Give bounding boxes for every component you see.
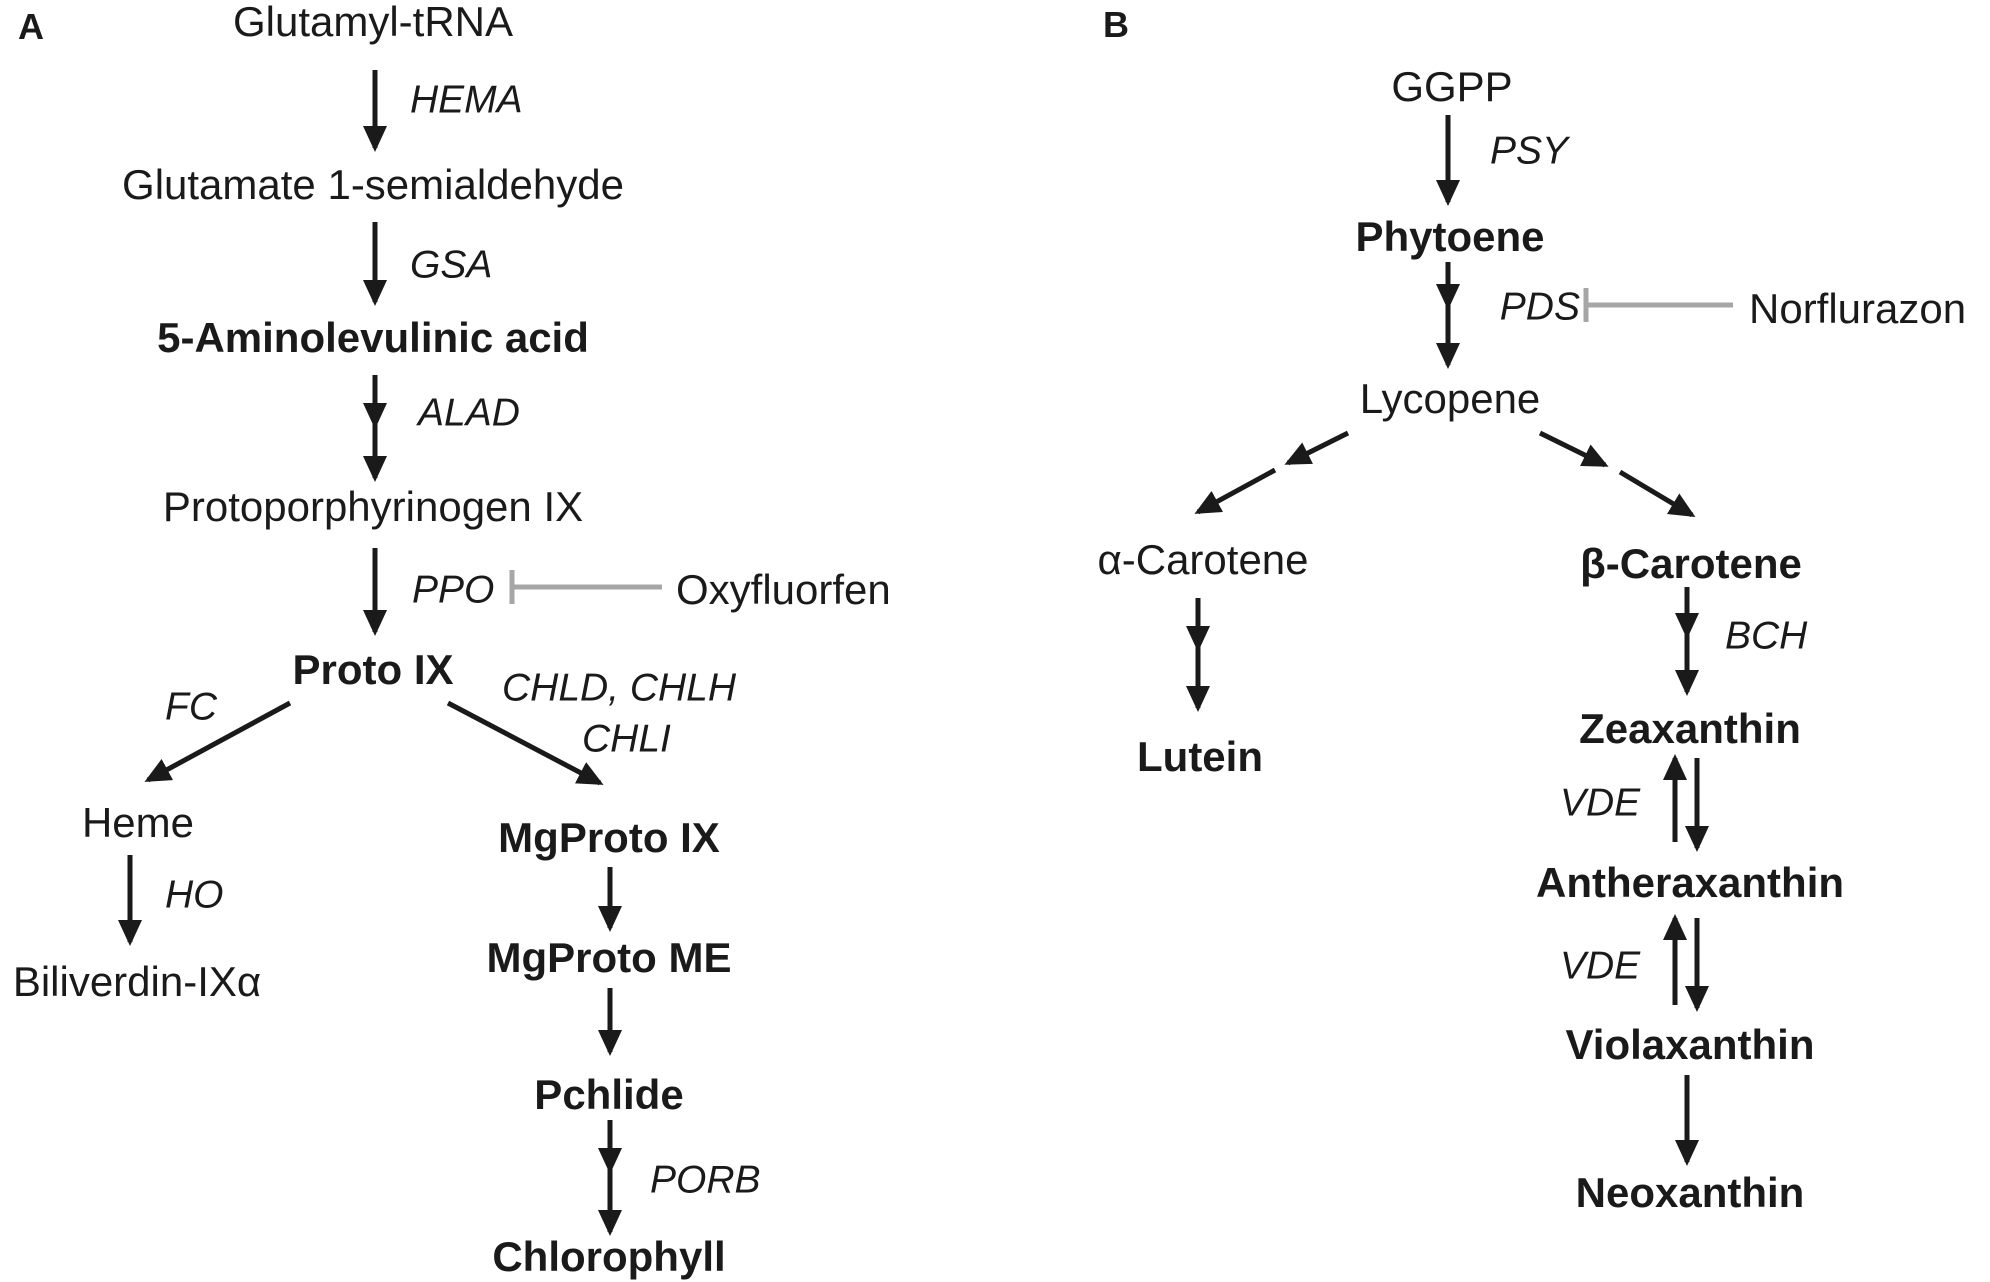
enzyme-bch: BCH bbox=[1725, 614, 1808, 658]
compound-alpha-carotene: α-Carotene bbox=[1097, 536, 1309, 583]
enzyme-chli: CHLI bbox=[582, 717, 671, 761]
compound-aminolevulinic-acid: 5-Aminolevulinic acid bbox=[157, 314, 589, 361]
compound-lutein: Lutein bbox=[1137, 733, 1263, 780]
compound-mgproto-ix: MgProto IX bbox=[498, 814, 720, 861]
compound-glutamate-semialdehyde: Glutamate 1-semialdehyde bbox=[122, 161, 624, 208]
enzyme-psy: PSY bbox=[1490, 129, 1569, 173]
enzyme-alad: ALAD bbox=[418, 391, 520, 435]
enzyme-vde-1: VDE bbox=[1560, 781, 1641, 825]
compound-violaxanthin: Violaxanthin bbox=[1565, 1021, 1815, 1068]
arrow-chl bbox=[446, 700, 604, 786]
compound-mgproto-me: MgProto ME bbox=[486, 934, 732, 981]
inhibitor-norflurazon: Norflurazon bbox=[1749, 285, 1967, 332]
compound-antheraxanthin: Antheraxanthin bbox=[1535, 859, 1845, 906]
enzyme-porb: PORB bbox=[650, 1158, 761, 1202]
inhibitor-oxyfluorfen: Oxyfluorfen bbox=[676, 566, 891, 613]
compound-zeaxanthin: Zeaxanthin bbox=[1579, 705, 1801, 752]
panel-a-arrows bbox=[118, 70, 622, 1236]
compound-pchlide: Pchlide bbox=[534, 1071, 684, 1118]
arrow-beta-1 bbox=[1538, 430, 1609, 468]
enzyme-chld-chlh: CHLD, CHLH bbox=[502, 666, 737, 710]
enzyme-gsa: GSA bbox=[410, 243, 493, 287]
panel-label-a: A bbox=[18, 6, 44, 47]
compound-protoporphyrinogen: Protoporphyrinogen IX bbox=[162, 483, 584, 530]
arrow-alpha-2 bbox=[1194, 467, 1277, 515]
arrow-alpha-1 bbox=[1284, 430, 1350, 466]
panel-label-b: B bbox=[1103, 4, 1129, 45]
enzyme-pds: PDS bbox=[1499, 285, 1580, 329]
compound-biliverdin: Biliverdin-IXα bbox=[12, 958, 262, 1005]
arrow-beta-2 bbox=[1618, 469, 1696, 518]
enzyme-ppo: PPO bbox=[412, 568, 495, 612]
compound-chlorophyll: Chlorophyll bbox=[492, 1233, 726, 1280]
enzyme-hema: HEMA bbox=[410, 78, 523, 122]
compound-ggpp: GGPP bbox=[1391, 63, 1513, 110]
compound-proto-ix: Proto IX bbox=[292, 646, 454, 693]
enzyme-ho: HO bbox=[165, 873, 224, 917]
compound-heme: Heme bbox=[81, 799, 195, 846]
compound-phytoene: Phytoene bbox=[1355, 213, 1545, 260]
panel-b-arrows bbox=[1186, 115, 1709, 1166]
enzyme-vde-2: VDE bbox=[1560, 944, 1641, 988]
compound-beta-carotene: β-Carotene bbox=[1580, 540, 1802, 587]
enzyme-fc: FC bbox=[165, 685, 217, 729]
compound-lycopene: Lycopene bbox=[1359, 375, 1541, 422]
arrow-fc bbox=[144, 700, 292, 783]
compound-neoxanthin: Neoxanthin bbox=[1575, 1169, 1805, 1216]
compound-glutamyl-trna: Glutamyl-tRNA bbox=[232, 0, 514, 45]
